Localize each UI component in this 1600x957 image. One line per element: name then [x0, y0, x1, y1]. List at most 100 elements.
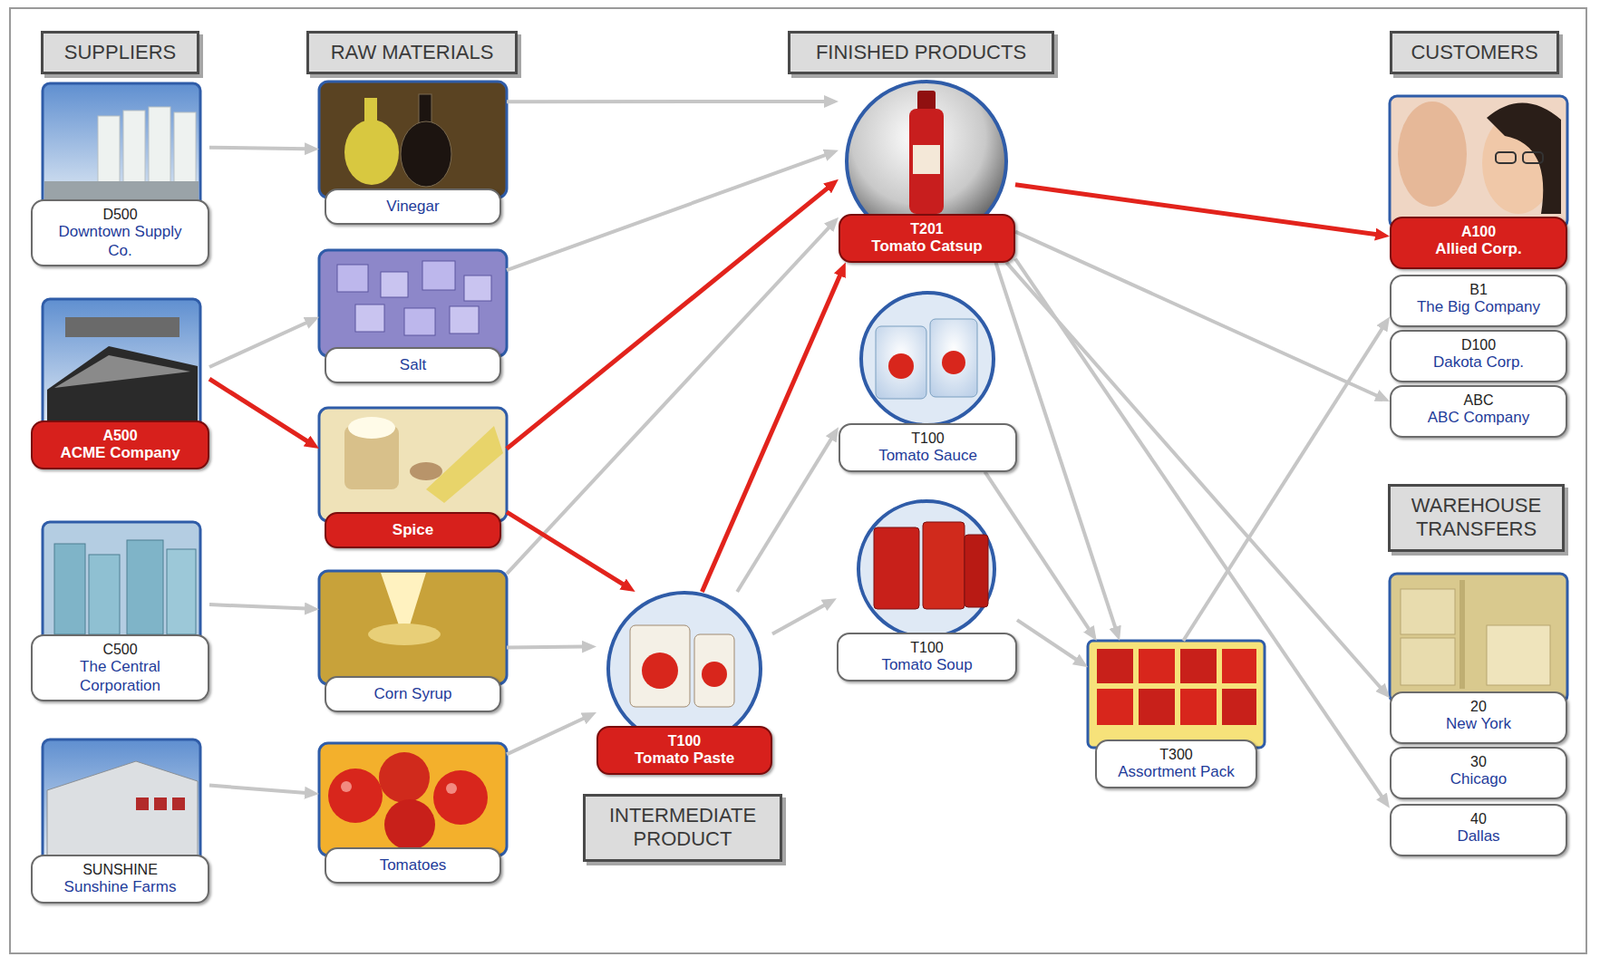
flow-arrow	[1183, 327, 1383, 641]
customer-card: A100Allied Corp.	[1389, 96, 1568, 270]
roof	[54, 355, 191, 388]
customer-box: ABCABC Company	[1389, 385, 1568, 438]
section-title: WAREHOUSE TRANSFERS	[1396, 494, 1557, 543]
picture-area	[30, 299, 210, 421]
salt-crystal	[404, 308, 436, 336]
picture-area	[838, 292, 1018, 424]
node-label: D500Downtown Supply Co.	[30, 199, 210, 267]
window	[172, 797, 185, 811]
pack-can	[1096, 649, 1134, 684]
item-name: Salt	[331, 356, 495, 375]
material-card: Vinegar	[319, 81, 507, 225]
tank	[54, 543, 86, 635]
section-header: CUSTOMERS	[1389, 30, 1560, 75]
item-name: Vinegar	[331, 197, 495, 216]
node-label: Spice	[324, 512, 502, 549]
hair	[1486, 102, 1562, 214]
item-code: 30	[1398, 753, 1559, 771]
item-code: T300	[1104, 746, 1249, 764]
tomato	[328, 768, 383, 824]
node-label: T100Tomato Soup	[836, 632, 1018, 682]
picture-area	[319, 743, 507, 848]
frame	[9, 8, 1587, 954]
tank	[148, 106, 171, 189]
section-header: FINISHED PRODUCTS	[787, 30, 1055, 75]
item-code: A100	[1398, 223, 1559, 241]
item-name: New York	[1398, 715, 1559, 734]
warehouse-box: 40Dallas	[1389, 804, 1568, 857]
spice-pile	[348, 416, 396, 439]
tank	[88, 554, 120, 635]
node-label: T201Tomato Catsup	[838, 213, 1016, 263]
item-name: ABC Company	[1398, 408, 1559, 427]
section-title: RAW MATERIALS	[314, 40, 510, 65]
item-name: Allied Corp.	[1398, 240, 1559, 259]
material-card: Corn Syrup	[319, 571, 507, 713]
item-name: Dallas	[1398, 827, 1559, 846]
item-code: SUNSHINE	[58, 861, 183, 879]
item-code: B1	[1398, 281, 1559, 299]
tomato-print	[941, 350, 966, 375]
supplier-card: C500The Central Corporation	[30, 522, 210, 702]
item-name: Spice	[331, 521, 495, 540]
sauce-can	[875, 326, 927, 399]
supplier-photo	[42, 522, 201, 646]
flow-arrow	[209, 147, 307, 150]
pack-can	[1180, 688, 1217, 726]
material-photo	[319, 743, 507, 856]
node-label: Vinegar	[324, 188, 502, 225]
salt-crystal	[464, 275, 492, 301]
flow-arrow	[506, 717, 585, 755]
picture-area	[1087, 640, 1265, 740]
item-name: ACME Company	[58, 444, 183, 463]
picture-area	[30, 522, 210, 635]
picture-area	[1389, 573, 1568, 692]
item-name: The Central Corporation	[58, 658, 183, 696]
flow-arrow	[772, 604, 826, 634]
node-label: SUNSHINESunshine Farms	[30, 854, 210, 904]
product-circle	[608, 592, 761, 746]
product-circle	[861, 292, 994, 426]
bottle-label	[912, 145, 941, 175]
warehouse-photo	[1389, 573, 1568, 703]
highlight	[340, 781, 352, 793]
item-code: A500	[58, 426, 183, 445]
customer-box: B1The Big Company	[1389, 274, 1568, 328]
building	[47, 761, 198, 862]
material-card: Tomatoes	[319, 743, 507, 884]
section-header: WAREHOUSE TRANSFERS	[1387, 484, 1565, 553]
tomato	[384, 799, 436, 851]
tomato-print	[701, 661, 728, 688]
box	[1400, 589, 1455, 635]
picture-area	[319, 407, 507, 513]
node-label: 20New York	[1389, 691, 1568, 745]
picture-area	[319, 81, 507, 189]
flow-arrow	[209, 785, 307, 794]
picture-area	[836, 501, 1018, 633]
ground	[44, 181, 199, 202]
node-label: 30Chicago	[1389, 746, 1568, 800]
item-code: T100	[845, 639, 1009, 657]
flow-arrow	[506, 155, 827, 272]
item-name: Dakota Corp.	[1398, 353, 1559, 372]
spice-stick	[426, 426, 504, 504]
section-header: SUPPLIERS	[40, 30, 200, 75]
node-label: T100Tomato Sauce	[838, 423, 1018, 473]
vinegar-bottle	[400, 121, 452, 187]
salt-crystal	[380, 271, 408, 298]
flow-arrow	[506, 645, 584, 650]
syrup-stream	[380, 572, 427, 626]
pack-can	[1221, 688, 1257, 726]
item-code: 40	[1398, 810, 1559, 828]
warehouse-box: 30Chicago	[1389, 746, 1568, 800]
roof-vents	[65, 317, 180, 338]
item-code: ABC	[1398, 391, 1559, 409]
node-label: Tomatoes	[324, 847, 502, 884]
item-name: Tomato Soup	[845, 656, 1009, 675]
pack-photo	[1087, 640, 1265, 748]
item-name: Downtown Supply Co.	[58, 223, 183, 261]
pack-can	[1221, 649, 1257, 684]
node-label: T100Tomato Paste	[596, 726, 773, 776]
tank	[126, 540, 164, 635]
